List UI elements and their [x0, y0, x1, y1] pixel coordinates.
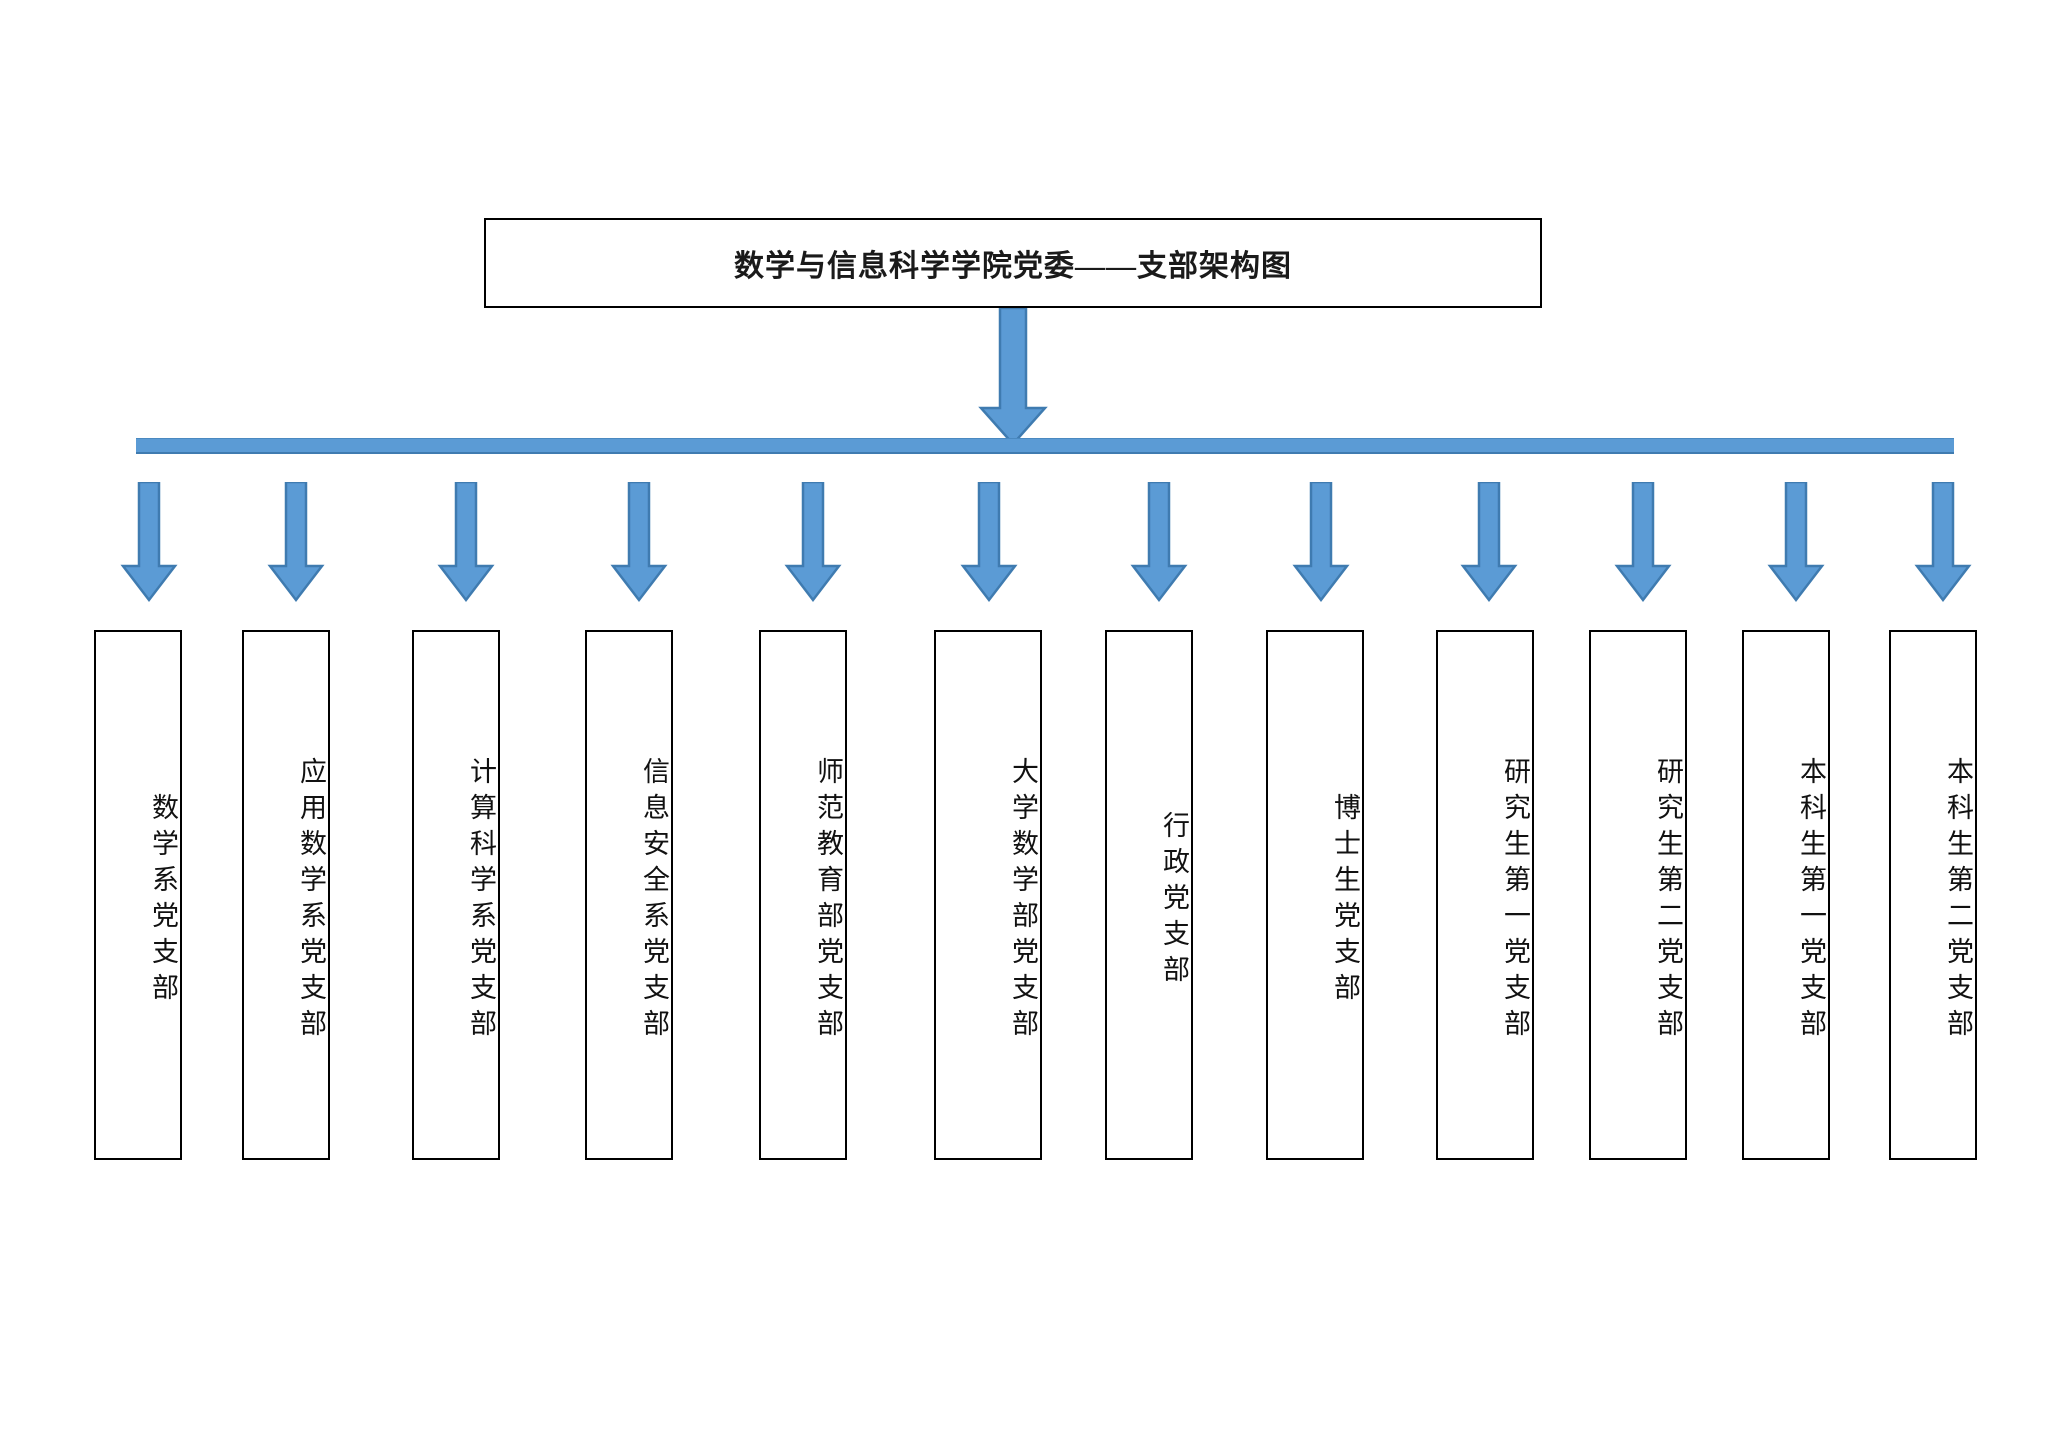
branch-label-2: 应用数学系党支部 — [296, 757, 326, 1045]
branch-arrow-12 — [1912, 482, 1974, 604]
branch-label-9: 研究生第一党支部 — [1500, 757, 1530, 1045]
branch-label-wrap-9: 研究生第一党支部 — [1438, 642, 1532, 1158]
root-to-bar-arrow — [975, 308, 1051, 448]
branch-label-wrap-5: 师范教育部党支部 — [761, 642, 845, 1158]
branch-label-wrap-3: 计算科学系党支部 — [414, 642, 498, 1158]
branch-node-12[interactable]: 本科生第二党支部 — [1889, 630, 1977, 1160]
branch-arrow-3 — [435, 482, 497, 604]
branch-label-5: 师范教育部党支部 — [813, 757, 843, 1045]
branch-label-3: 计算科学系党支部 — [466, 757, 496, 1045]
branch-node-8[interactable]: 博士生党支部 — [1266, 630, 1364, 1160]
branch-label-8: 博士生党支部 — [1330, 793, 1360, 1009]
branch-arrow-4 — [608, 482, 670, 604]
root-node-box[interactable]: 数学与信息科学学院党委——支部架构图 — [484, 218, 1542, 308]
branch-arrow-8 — [1290, 482, 1352, 604]
branch-node-4[interactable]: 信息安全系党支部 — [585, 630, 673, 1160]
chart-title: 数学与信息科学学院党委——支部架构图 — [734, 250, 1292, 283]
branch-label-wrap-4: 信息安全系党支部 — [587, 642, 671, 1158]
branch-node-3[interactable]: 计算科学系党支部 — [412, 630, 500, 1160]
branch-label-1: 数学系党支部 — [148, 793, 178, 1009]
branch-arrow-1 — [118, 482, 180, 604]
branch-label-10: 研究生第二党支部 — [1653, 757, 1683, 1045]
branch-label-6: 大学数学部党支部 — [1008, 757, 1038, 1045]
branch-node-2[interactable]: 应用数学系党支部 — [242, 630, 330, 1160]
branch-label-wrap-7: 行政党支部 — [1107, 642, 1191, 1158]
branch-node-1[interactable]: 数学系党支部 — [94, 630, 182, 1160]
branch-label-wrap-12: 本科生第二党支部 — [1891, 642, 1975, 1158]
branch-label-4: 信息安全系党支部 — [639, 757, 669, 1045]
branch-label-7: 行政党支部 — [1159, 811, 1189, 991]
branch-arrow-11 — [1765, 482, 1827, 604]
branch-label-wrap-11: 本科生第一党支部 — [1744, 642, 1828, 1158]
distribution-bar — [136, 438, 1954, 454]
branch-label-12: 本科生第二党支部 — [1943, 757, 1973, 1045]
branch-arrow-6 — [958, 482, 1020, 604]
branch-node-9[interactable]: 研究生第一党支部 — [1436, 630, 1534, 1160]
branch-label-wrap-8: 博士生党支部 — [1268, 642, 1362, 1158]
branch-node-5[interactable]: 师范教育部党支部 — [759, 630, 847, 1160]
branch-arrow-10 — [1612, 482, 1674, 604]
branch-label-wrap-1: 数学系党支部 — [96, 642, 180, 1158]
branch-label-wrap-2: 应用数学系党支部 — [244, 642, 328, 1158]
branch-arrow-5 — [782, 482, 844, 604]
branch-label-11: 本科生第一党支部 — [1796, 757, 1826, 1045]
branch-arrow-2 — [265, 482, 327, 604]
branch-node-10[interactable]: 研究生第二党支部 — [1589, 630, 1687, 1160]
branch-label-wrap-10: 研究生第二党支部 — [1591, 642, 1685, 1158]
branch-node-7[interactable]: 行政党支部 — [1105, 630, 1193, 1160]
branch-label-wrap-6: 大学数学部党支部 — [936, 642, 1040, 1158]
branch-node-6[interactable]: 大学数学部党支部 — [934, 630, 1042, 1160]
branch-node-11[interactable]: 本科生第一党支部 — [1742, 630, 1830, 1160]
branch-arrow-7 — [1128, 482, 1190, 604]
branch-arrow-9 — [1458, 482, 1520, 604]
